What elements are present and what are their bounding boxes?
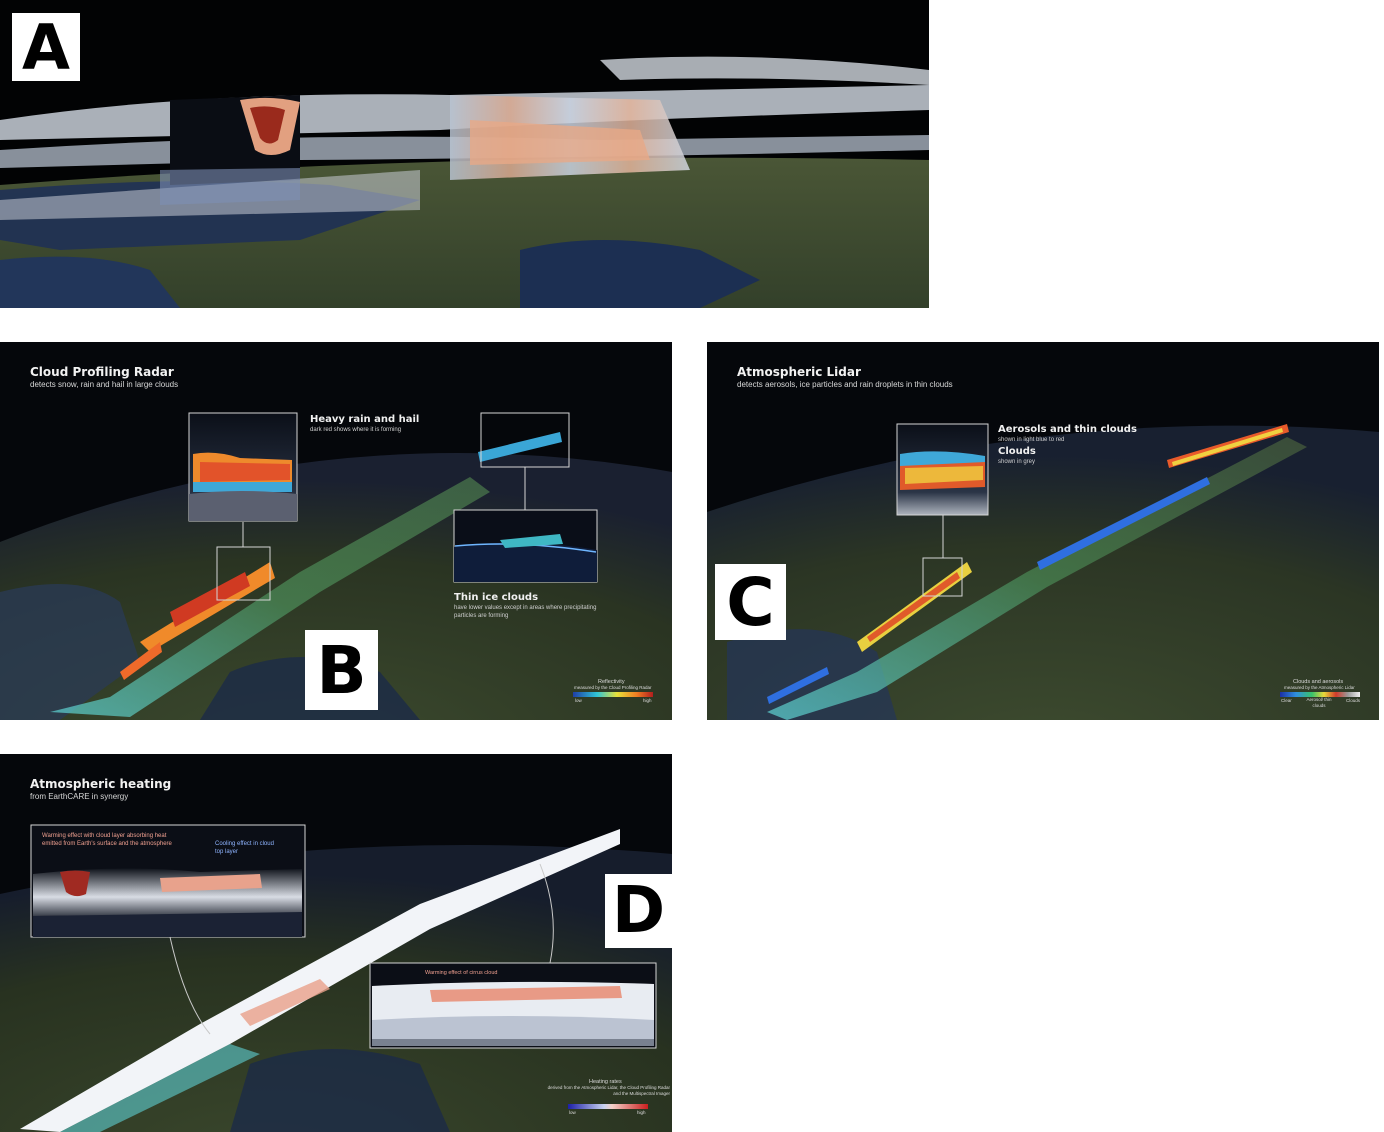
panel-b-legend-low: low	[575, 698, 582, 703]
panel-b-callout-thin-ice-title: Thin ice clouds	[454, 592, 539, 603]
panel-c-callout-aerosols-title: Aerosols and thin clouds	[998, 424, 1137, 435]
panel-c-callout-clouds-title: Clouds	[998, 446, 1036, 457]
panel-c-label: C	[715, 564, 786, 641]
panel-d-legend-low: low	[569, 1110, 576, 1115]
panel-d-legend-high: high	[637, 1110, 646, 1115]
panel-c-callout-clouds-text: shown in grey	[998, 459, 1036, 465]
panel-b-subtitle: detects snow, rain and hail in large clo…	[30, 380, 179, 389]
panel-b-legend-title: Reflectivity	[598, 679, 625, 685]
panel-b-callout-heavy-rain-title: Heavy rain and hail	[310, 414, 420, 425]
panel-c-legend-title: Clouds and aerosols	[1293, 679, 1344, 685]
panel-d-callout-cirrus: Warming effect of cirrus cloud	[425, 970, 498, 976]
panel-c-image	[707, 342, 1379, 720]
panel-b-image	[0, 342, 672, 720]
panel-b-legend-subtitle: measured by the Cloud Profiling Radar	[574, 685, 652, 690]
panel-d-image	[0, 754, 672, 1132]
panel-d-legend-subtitle: derived from the Atmospheric Lidar, the …	[547, 1085, 670, 1096]
panel-c-legend-clear: Clear	[1281, 698, 1292, 703]
panel-b-callout-heavy-rain-text: dark red shows where it is forming	[310, 427, 402, 433]
panel-b-legend-high: high	[643, 698, 652, 703]
panel-c: Atmospheric Lidar detects aerosols, ice …	[707, 342, 1379, 720]
panel-b-label: B	[305, 630, 378, 710]
panel-c-callout-aerosols-text: shown in light blue to red	[998, 437, 1065, 443]
panel-d-callout-cooling: Cooling effect in cloud top layer	[215, 841, 274, 855]
panel-b: Cloud Profiling Radar detects snow, rain…	[0, 342, 672, 720]
panel-c-legend-subtitle: measured by the Atmospheric Lidar	[1284, 685, 1355, 690]
panel-c-legend-clouds: Clouds	[1346, 698, 1361, 703]
panel-d: Atmospheric heating from EarthCARE in sy…	[0, 754, 672, 1132]
panel-a: A	[0, 0, 929, 308]
panel-d-title: Atmospheric heating	[30, 777, 172, 791]
panel-a-image	[0, 0, 929, 308]
panel-c-legend-aerosol: Aerosol/ thin clouds	[1306, 697, 1332, 708]
panel-b-callout-thin-ice-text: have lower values except in areas where …	[454, 605, 597, 619]
panel-d-label: D	[605, 874, 672, 948]
panel-b-title: Cloud Profiling Radar	[30, 365, 174, 379]
panel-d-legend-title: Heating rates	[589, 1079, 622, 1085]
panel-d-subtitle: from EarthCARE in synergy	[30, 792, 129, 801]
panel-a-label: A	[12, 11, 80, 84]
panel-c-subtitle: detects aerosols, ice particles and rain…	[737, 380, 953, 389]
panel-d-callout-warming: Warming effect with cloud layer absorbin…	[42, 833, 172, 847]
panel-c-title: Atmospheric Lidar	[737, 365, 861, 379]
